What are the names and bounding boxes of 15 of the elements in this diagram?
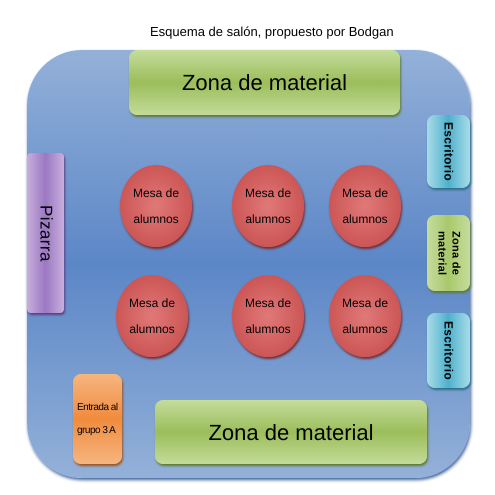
student-table: Mesa de alumnos [116, 275, 188, 357]
teacher-desk: Escritorio [427, 115, 470, 188]
title: Esquema de salón, propuesto por Bodgan [150, 23, 394, 41]
teacher-desk: Escritorio [427, 313, 470, 388]
blackboard: Pizarra [27, 153, 64, 313]
entrance: Entrada al grupo 3 A [73, 374, 122, 464]
student-table: Mesa de alumnos [232, 165, 304, 247]
student-table: Mesa de alumnos [329, 275, 401, 357]
material-zone: Zona de material [427, 215, 470, 291]
material-zone: Zona de material [129, 50, 400, 115]
student-table: Mesa de alumnos [120, 165, 192, 247]
student-table: Mesa de alumnos [232, 275, 304, 357]
classroom-floor [27, 50, 470, 478]
student-table: Mesa de alumnos [329, 165, 401, 247]
material-zone: Zona de material [155, 400, 427, 464]
